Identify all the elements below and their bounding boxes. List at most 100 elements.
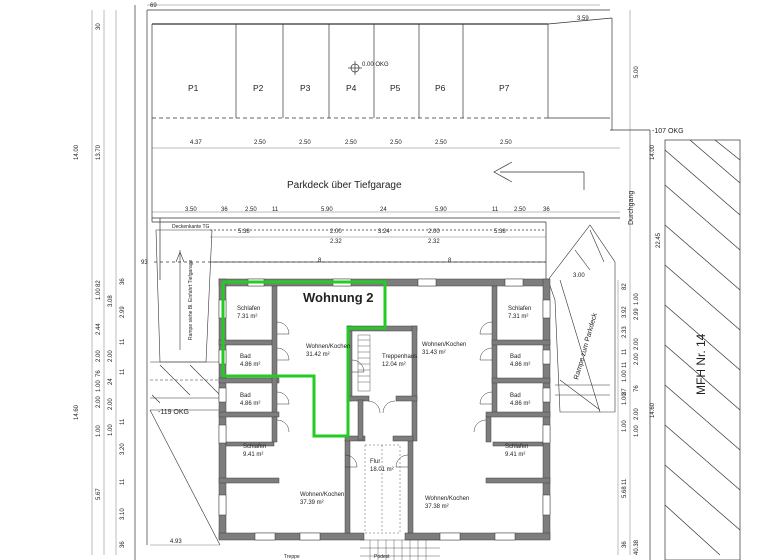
dim-left: 30 14.00 14.60 13.70 36 1.00 82 3.08 2.4… (74, 23, 126, 548)
room-area: 37.38 m² (425, 504, 449, 510)
dimension-label: 36 (221, 207, 228, 213)
dimension-label: 87 (622, 388, 628, 395)
dimension-label: 36 (543, 207, 550, 213)
dimension-label: 14.60 (650, 402, 656, 418)
dimension-label: 8 (318, 258, 322, 264)
dimension-label: 82 (622, 283, 628, 290)
room-name: Schlafen (508, 306, 531, 312)
room-area: 7.31 m² (508, 314, 528, 320)
dimension-label: 8 (448, 258, 452, 264)
dimension-label: 14.00 (74, 144, 80, 160)
parkdeck-area (134, 5, 650, 560)
rampe-parkdeck-label: Rampe zum Parkdeck (573, 312, 599, 381)
dimension-label: 36 (622, 541, 628, 548)
room-area: 37.39 m² (300, 500, 324, 506)
dimension-label: 2.33 (622, 326, 628, 338)
dimension-label: 3.08 (108, 295, 114, 307)
dimension-label: 1.00 (622, 370, 628, 382)
staircase (357, 334, 440, 560)
room-name: Wohnen/Kochen (422, 342, 466, 348)
dimension-label: 30 (96, 23, 102, 30)
neighbour-building (649, 130, 741, 560)
dimension-label: 11 (622, 478, 628, 485)
dimension-label: 11 (120, 478, 126, 485)
dimension-label: 93 (141, 260, 148, 266)
dimension-label: 40.38 (634, 539, 640, 555)
room-area: 4.86 m² (510, 401, 530, 407)
dimension-label: 2.50 (514, 207, 526, 213)
top-dim-69: 69 (150, 3, 157, 9)
dimension-label: 2.50 (254, 140, 266, 146)
dimension-label: 5.38 (494, 229, 506, 235)
dimension-label: 2.00 (634, 353, 640, 365)
dimension-label: 14.00 (650, 144, 656, 160)
parking-p2: P2 (253, 83, 264, 93)
dimension-label: 5.67 (96, 488, 102, 500)
level-okg: 0.00 OKG (362, 62, 389, 68)
dimension-label: 3.50 (185, 207, 197, 213)
dimension-label: 2.50 (345, 140, 357, 146)
room-name: Schlafen (505, 444, 528, 450)
treppe-label: Treppe (284, 554, 300, 560)
dimension-label: 36 (120, 541, 126, 548)
dimension-label: 3.92 (622, 306, 628, 318)
room-area: 4.86 m² (510, 362, 530, 368)
dimension-label: 11 (272, 207, 279, 213)
dimension-label: 2.00 (634, 338, 640, 350)
parking-p5: P5 (390, 83, 401, 93)
dimension-label: 3.10 (120, 508, 126, 520)
dimension-label: 2.99 (120, 306, 126, 318)
dimension-label: 5.00 (634, 66, 640, 78)
room-name: Schlafen (243, 444, 266, 450)
room-name: Treppenhaus (382, 354, 417, 360)
dimension-label: 3.20 (120, 443, 126, 455)
dimension-label: 2.00 (96, 396, 102, 408)
dimension-label: 11 (120, 338, 126, 345)
dimension-label: 13.70 (96, 144, 102, 160)
parkdeck-label: Parkdeck über Tiefgarage (287, 180, 402, 191)
room-name: Flur (370, 459, 380, 465)
room-area: 31.43 m² (422, 350, 446, 356)
dimension-label: 3.24 (378, 229, 390, 235)
dimension-label: 2.50 (245, 207, 257, 213)
dimension-label: 2.44 (96, 323, 102, 335)
dimension-label: 1.00 (622, 393, 628, 405)
parking-p4: P4 (346, 83, 357, 93)
dimension-label: 22.45 (656, 232, 662, 248)
dimension-label: 11 (120, 418, 126, 425)
dimension-label: 76 (634, 385, 640, 392)
dimension-label: 11 (120, 368, 126, 375)
room-name: Schlafen (237, 306, 260, 312)
dimension-label: 2.00 (108, 350, 114, 362)
dimension-label: 5.90 (435, 207, 447, 213)
dimension-label: 4.37 (190, 140, 202, 146)
dimension-label: 5.90 (321, 207, 333, 213)
dimension-label: 1.00 (108, 424, 114, 436)
dimension-lines (91, 4, 631, 555)
door-swings (276, 321, 493, 468)
dimension-label: 5.68 (622, 486, 628, 498)
dimension-label: 2.50 (500, 140, 512, 146)
dimension-label: 2.00 (330, 229, 342, 235)
dim-mid-row: 3.50 36 2.50 11 5.90 24 5.90 11 2.50 36 (185, 207, 550, 213)
parking-p1: P1 (188, 83, 199, 93)
dimension-label: 11 (622, 348, 628, 355)
mfh-label: MFH Nr. 14 (694, 333, 708, 395)
dimension-label: 5.38 (238, 229, 250, 235)
room-name: Wohnen/Kochen (425, 496, 469, 502)
dimension-label: 11 (622, 361, 628, 368)
room-area: 9.41 m² (505, 452, 525, 458)
wohnung2-label: Wohnung 2 (303, 290, 374, 305)
dimension-label: 1.00 (96, 288, 102, 300)
dimension-label: 76 (96, 370, 102, 377)
decken-tg-label: Deckenkante TG (172, 224, 210, 230)
dimension-label: 2.50 (299, 140, 311, 146)
dim-right: 5.00 14.00 3.00 82 1.00 2.33 11 2.00 1.0… (573, 66, 662, 555)
dimension-label: 2.99 (634, 308, 640, 320)
dimension-label: 82 (96, 280, 102, 287)
dimension-label: 1.00 (96, 380, 102, 392)
minus107-label: -107 OKG (652, 128, 684, 135)
parking-p3: P3 (300, 83, 311, 93)
dimension-label: 14.60 (74, 404, 80, 420)
